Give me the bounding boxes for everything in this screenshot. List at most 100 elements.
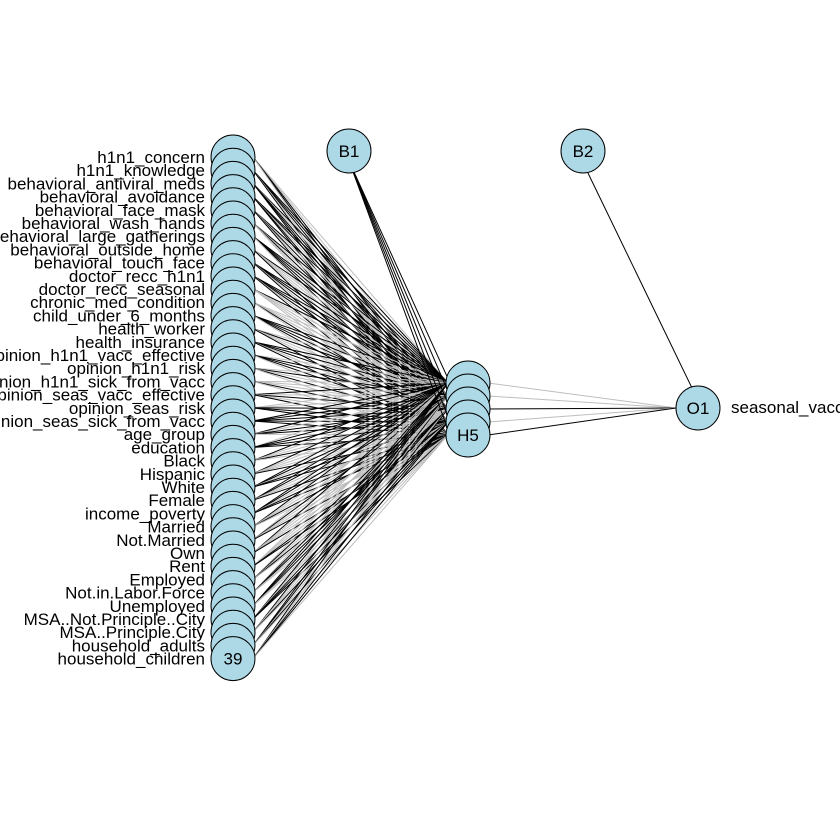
- edge-B1-to-H5: [348, 160, 451, 436]
- input-label-32: Rent: [169, 557, 205, 576]
- input-label-31: Own: [170, 544, 205, 563]
- edge-input-31-to-H1: [252, 382, 449, 554]
- edge-input-18-to-H1: [252, 380, 449, 384]
- edge-input-38-to-H1: [252, 382, 449, 646]
- edge-input-26-to-H1: [252, 382, 449, 488]
- edge-input-14-to-H1: [252, 328, 449, 384]
- input-label-21: opinion_seas_sick_from_vacc: [0, 412, 205, 431]
- edge-input-19-to-H1: [252, 382, 449, 396]
- edge-input-10-to-H1: [252, 275, 449, 384]
- edge-input-2-to-H1: [252, 169, 449, 384]
- output-label: seasonal_vaccine: [731, 398, 840, 417]
- edge-input-15-to-H1: [252, 341, 449, 384]
- bias-node-label-b2: B2: [573, 142, 594, 161]
- input-label-35: Unemployed: [110, 597, 205, 616]
- edge-input-22-to-H1: [252, 382, 449, 435]
- edge-input-33-to-H1: [252, 382, 449, 580]
- input-label-23: education: [131, 438, 205, 457]
- edge-input-39-to-H5: [252, 434, 449, 659]
- input-label-20: opinion_seas_risk: [69, 399, 206, 418]
- input-label-12: chronic_med_condition: [30, 293, 205, 312]
- edge-B1-to-H3: [348, 160, 451, 410]
- edge-H3-to-output: [487, 407, 677, 410]
- edge-input-39-to-H1: [252, 382, 449, 659]
- input-label-37: MSA..Principle.City: [60, 623, 206, 642]
- edge-input-20-to-H1: [252, 382, 449, 409]
- output-node-id: O1: [687, 399, 710, 418]
- input-label-24: Black: [163, 452, 205, 471]
- edge-input-32-to-H1: [252, 382, 449, 567]
- edge-input-6-to-H1: [252, 222, 449, 384]
- input-label-11: doctor_recc_seasonal: [39, 280, 205, 299]
- input-label-17: opinion_h1n1_risk: [67, 359, 205, 378]
- edge-input-34-to-H1: [252, 382, 449, 593]
- input-label-22: age_group: [124, 425, 205, 444]
- edge-input-37-to-H1: [252, 382, 449, 633]
- input-label-38: household_adults: [72, 636, 205, 655]
- input-label-4: behavioral_avoidance: [40, 188, 205, 207]
- input-label-25: Hispanic: [140, 465, 206, 484]
- edge-input-8-to-H1: [252, 248, 449, 384]
- edge-input-5-to-H1: [252, 209, 449, 384]
- edge-input-9-to-H1: [252, 262, 449, 384]
- edge-input-11-to-H1: [252, 288, 449, 384]
- input-label-3: behavioral_antiviral_meds: [7, 174, 205, 193]
- input-label-7: behavioral_large_gatherings: [0, 227, 205, 246]
- edge-input-28-to-H1: [252, 382, 449, 514]
- edge-B1-to-H2: [348, 160, 451, 397]
- input-label-1: h1n1_concern: [97, 148, 205, 167]
- connection-edges: [252, 156, 693, 659]
- input-label-26: White: [162, 478, 205, 497]
- edge-input-17-to-H1: [252, 367, 449, 384]
- input-label-15: health_insurance: [76, 333, 205, 352]
- edge-H5-to-output: [487, 407, 677, 436]
- edge-input-39-to-H3: [252, 408, 449, 659]
- bias-node-label-b1: B1: [339, 142, 360, 161]
- edge-B1-to-H1: [348, 160, 451, 384]
- edge-input-39-to-H2: [252, 395, 449, 659]
- input-label-16: opinion_h1n1_vacc_effective: [0, 346, 205, 365]
- edge-input-30-to-H1: [252, 382, 449, 541]
- input-label-27: Female: [148, 491, 205, 510]
- edge-input-1-to-H1: [252, 156, 449, 384]
- input-node-39: 39: [210, 636, 256, 682]
- input-label-9: behavioral_touch_face: [34, 254, 205, 273]
- edge-input-3-to-H1: [252, 183, 449, 384]
- input-label-8: behavioral_outside_home: [10, 240, 205, 259]
- input-label-19: opinion_seas_vacc_effective: [0, 386, 205, 405]
- bias-node-b1: B1: [326, 128, 372, 174]
- edge-input-27-to-H1: [252, 382, 449, 501]
- edge-input-25-to-H1: [252, 382, 449, 475]
- input-label-34: Not.in.Labor.Force: [65, 584, 205, 603]
- hidden-node-h5: H5: [445, 412, 491, 458]
- input-label-5: behavioral_face_mask: [35, 201, 206, 220]
- bias-node-b2: B2: [560, 128, 606, 174]
- input-label-2: h1n1_knowledge: [76, 161, 205, 180]
- edge-H2-to-output: [487, 395, 677, 409]
- input-label-39: household_children: [58, 650, 205, 669]
- edge-input-23-to-H1: [252, 382, 449, 448]
- input-label-29: Married: [147, 518, 205, 537]
- edge-input-29-to-H1: [252, 382, 449, 528]
- edge-input-4-to-H1: [252, 196, 449, 384]
- edge-input-7-to-H1: [252, 235, 449, 384]
- edge-B1-to-H4: [348, 160, 451, 423]
- edge-input-16-to-H1: [252, 354, 449, 384]
- edge-input-24-to-H1: [252, 382, 449, 462]
- hidden-node-label-h5: H5: [457, 426, 479, 445]
- edge-H4-to-output: [487, 407, 677, 423]
- input-label-6: behavioral_wash_hands: [22, 214, 205, 233]
- edge-input-35-to-H1: [252, 382, 449, 607]
- edge-input-36-to-H1: [252, 382, 449, 620]
- input-label-30: Not.Married: [116, 531, 205, 550]
- edge-input-21-to-H1: [252, 382, 449, 422]
- edge-input-13-to-H1: [252, 314, 449, 384]
- edge-input-39-to-H4: [252, 421, 449, 659]
- output-node: O1 seasonal_vaccine: [675, 385, 840, 431]
- input-label-14: health_worker: [98, 320, 205, 339]
- edge-input-12-to-H1: [252, 301, 449, 384]
- input-label-13: child_under_6_months: [33, 306, 205, 325]
- input-labels: h1n1_concernh1n1_knowledgebehavioral_ant…: [0, 148, 205, 669]
